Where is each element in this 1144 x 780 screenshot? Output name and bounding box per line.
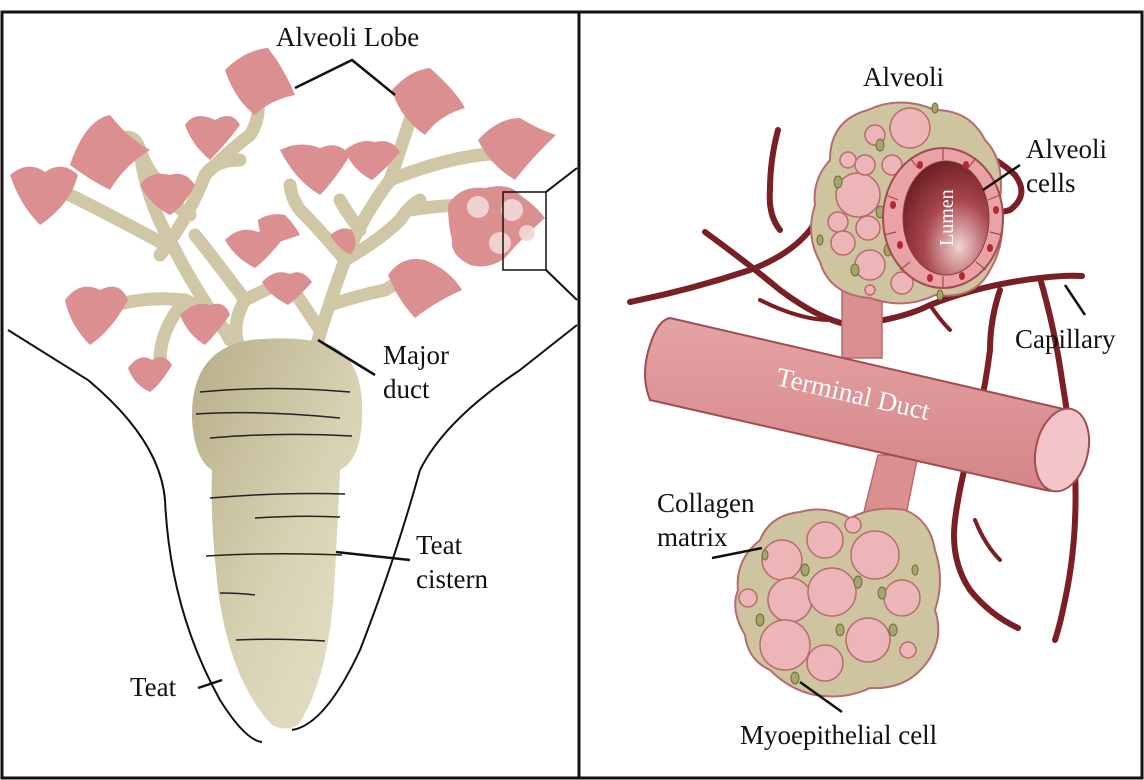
lobe: [10, 167, 78, 225]
bottom-alveolus: [735, 509, 940, 697]
label-teat: Teat: [130, 672, 177, 702]
teat-cistern-shape: [192, 338, 362, 728]
lobe: [70, 115, 150, 190]
label-alveoli-cells-line2: cells: [1026, 168, 1075, 198]
label-alveoli-cells-line1: Alveoli: [1026, 134, 1107, 164]
label-lumen: Lumen: [936, 189, 958, 246]
label-capillary: Capillary: [1015, 324, 1116, 354]
lobe: [478, 118, 556, 180]
lobe: [128, 357, 172, 392]
lobe: [388, 259, 462, 318]
label-major-duct-line1: Major: [383, 340, 449, 370]
label-collagen-matrix-line1: Collagen: [657, 488, 755, 518]
label-alveoli-lobe: Alveoli Lobe: [276, 22, 419, 52]
label-teat-cistern-line1: Teat: [416, 530, 463, 560]
lobe: [225, 48, 295, 115]
label-myoepithelial-cell: Myoepithelial cell: [740, 720, 937, 750]
label-collagen-matrix-line2: matrix: [657, 522, 728, 552]
lobe: [65, 287, 128, 345]
top-alveolus: Lumen: [811, 103, 1003, 304]
detail-lobe: [448, 186, 545, 266]
label-major-duct-line2: duct: [383, 374, 430, 404]
label-alveoli: Alveoli: [863, 62, 944, 92]
label-teat-cistern-line2: cistern: [416, 564, 488, 594]
